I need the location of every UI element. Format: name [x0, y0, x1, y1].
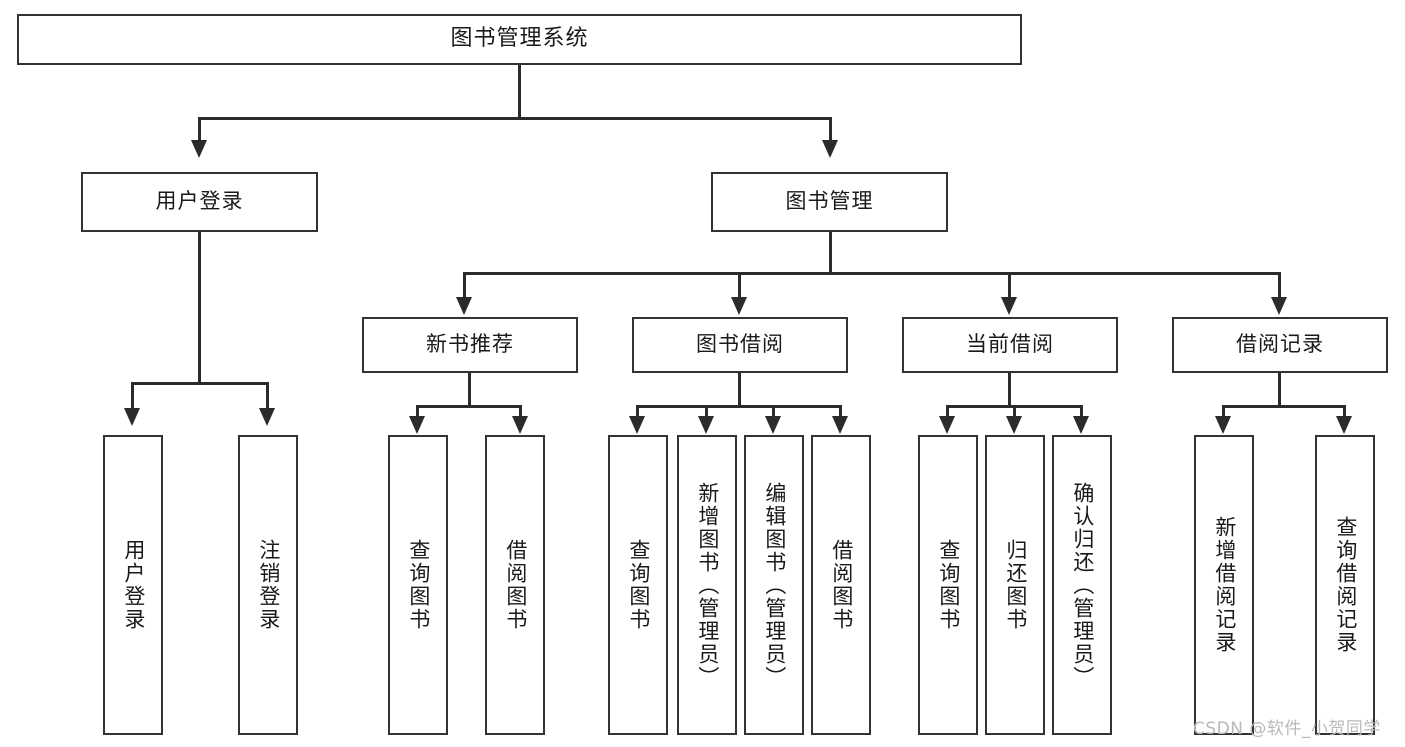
leaf-current-borrow-return[interactable]: 归还图书: [985, 435, 1045, 735]
arrow-bb-to-edit: [765, 416, 781, 434]
node-label: 借阅图书: [503, 539, 528, 631]
connector-borrow-record-stem: [1278, 373, 1281, 405]
connector-root-bus: [198, 117, 832, 120]
node-label: 查询图书: [626, 539, 651, 631]
node-label: 查询图书: [406, 539, 431, 631]
arrow-bm-to-current-borrow: [1001, 297, 1017, 315]
node-label: 新增图书（管理员）: [695, 481, 720, 689]
arrow-user-login-to-logout: [259, 408, 275, 426]
arrow-bb-to-add: [698, 416, 714, 434]
connector-book-manage-bus: [463, 272, 1281, 275]
arrow-nb-to-query: [409, 416, 425, 434]
connector-user-login-to-login: [131, 382, 134, 410]
node-label: 图书借阅: [696, 332, 784, 357]
node-new-book-recommend[interactable]: 新书推荐: [362, 317, 578, 373]
arrow-br-to-add: [1215, 416, 1231, 434]
connector-nb-to-borrow: [519, 405, 522, 420]
leaf-book-borrow-edit[interactable]: 编辑图书（管理员）: [744, 435, 804, 735]
connector-new-book-bus: [416, 405, 522, 408]
connector-user-login-to-logout: [266, 382, 269, 410]
arrow-bm-to-book-borrow: [731, 297, 747, 315]
node-label: 图书管理: [785, 189, 874, 214]
connector-cb-to-return: [1013, 405, 1016, 420]
node-label: 用户登录: [121, 539, 146, 631]
node-label: 新书推荐: [426, 332, 514, 357]
node-label: 归还图书: [1003, 539, 1028, 631]
arrow-cb-to-query: [939, 416, 955, 434]
connector-bb-to-query: [636, 405, 639, 420]
arrow-root-to-book-manage: [822, 140, 838, 158]
leaf-new-book-query[interactable]: 查询图书: [388, 435, 448, 735]
arrow-bm-to-new-book: [456, 297, 472, 315]
connector-current-borrow-stem: [1008, 373, 1011, 405]
arrow-nb-to-borrow: [512, 416, 528, 434]
node-book-borrow[interactable]: 图书借阅: [632, 317, 848, 373]
connector-user-login-bus: [131, 382, 269, 385]
connector-book-borrow-stem: [738, 373, 741, 405]
leaf-user-logout[interactable]: 注销登录: [238, 435, 298, 735]
node-label: 图书管理系统: [450, 26, 589, 52]
leaf-current-borrow-confirm[interactable]: 确认归还（管理员）: [1052, 435, 1112, 735]
node-label: 新增借阅记录: [1212, 516, 1237, 654]
arrow-user-login-to-login: [124, 408, 140, 426]
leaf-new-book-borrow[interactable]: 借阅图书: [485, 435, 545, 735]
node-label: 当前借阅: [966, 332, 1054, 357]
connector-bb-to-borrow: [839, 405, 842, 420]
node-label: 注销登录: [256, 539, 281, 631]
node-label: 用户登录: [155, 189, 244, 214]
arrow-bb-to-borrow: [832, 416, 848, 434]
arrow-bm-to-borrow-record: [1271, 297, 1287, 315]
connector-nb-to-query: [416, 405, 419, 420]
node-book-manage[interactable]: 图书管理: [711, 172, 948, 232]
connector-user-login-stem: [198, 232, 201, 382]
arrow-bb-to-query: [629, 416, 645, 434]
connector-bb-to-add: [705, 405, 708, 420]
connector-bb-to-edit: [772, 405, 775, 420]
node-label: 查询借阅记录: [1333, 516, 1358, 654]
node-label: 查询图书: [936, 539, 961, 631]
arrow-cb-to-confirm: [1073, 416, 1089, 434]
arrow-root-to-user-login: [191, 140, 207, 158]
connector-cb-to-confirm: [1080, 405, 1083, 420]
node-label: 借阅记录: [1236, 332, 1324, 357]
connector-bm-to-new-book: [463, 272, 466, 300]
leaf-borrow-record-add[interactable]: 新增借阅记录: [1194, 435, 1254, 735]
connector-bm-to-current-borrow: [1008, 272, 1011, 300]
arrow-cb-to-return: [1006, 416, 1022, 434]
leaf-book-borrow-borrow[interactable]: 借阅图书: [811, 435, 871, 735]
node-user-login[interactable]: 用户登录: [81, 172, 318, 232]
leaf-book-borrow-query[interactable]: 查询图书: [608, 435, 668, 735]
node-borrow-record[interactable]: 借阅记录: [1172, 317, 1388, 373]
connector-cb-to-query: [946, 405, 949, 420]
connector-br-to-query: [1343, 405, 1346, 420]
arrow-br-to-query: [1336, 416, 1352, 434]
connector-book-borrow-bus: [636, 405, 842, 408]
node-label: 借阅图书: [829, 539, 854, 631]
leaf-book-borrow-add[interactable]: 新增图书（管理员）: [677, 435, 737, 735]
leaf-current-borrow-query[interactable]: 查询图书: [918, 435, 978, 735]
node-label: 编辑图书（管理员）: [762, 481, 787, 689]
leaf-borrow-record-query[interactable]: 查询借阅记录: [1315, 435, 1375, 735]
connector-root-to-user-login: [198, 117, 201, 143]
node-label: 确认归还（管理员）: [1070, 481, 1095, 689]
node-root-library-system[interactable]: 图书管理系统: [17, 14, 1022, 65]
connector-new-book-stem: [468, 373, 471, 405]
connector-bm-to-book-borrow: [738, 272, 741, 300]
connector-root-stem: [518, 65, 521, 117]
leaf-user-login[interactable]: 用户登录: [103, 435, 163, 735]
connector-bm-to-borrow-record: [1278, 272, 1281, 300]
connector-book-manage-stem: [829, 232, 832, 272]
connector-root-to-book-manage: [829, 117, 832, 143]
connector-br-to-add: [1222, 405, 1225, 420]
node-current-borrow[interactable]: 当前借阅: [902, 317, 1118, 373]
connector-borrow-record-bus: [1222, 405, 1346, 408]
csdn-watermark: CSDN @软件_小贺同学: [1193, 719, 1381, 739]
